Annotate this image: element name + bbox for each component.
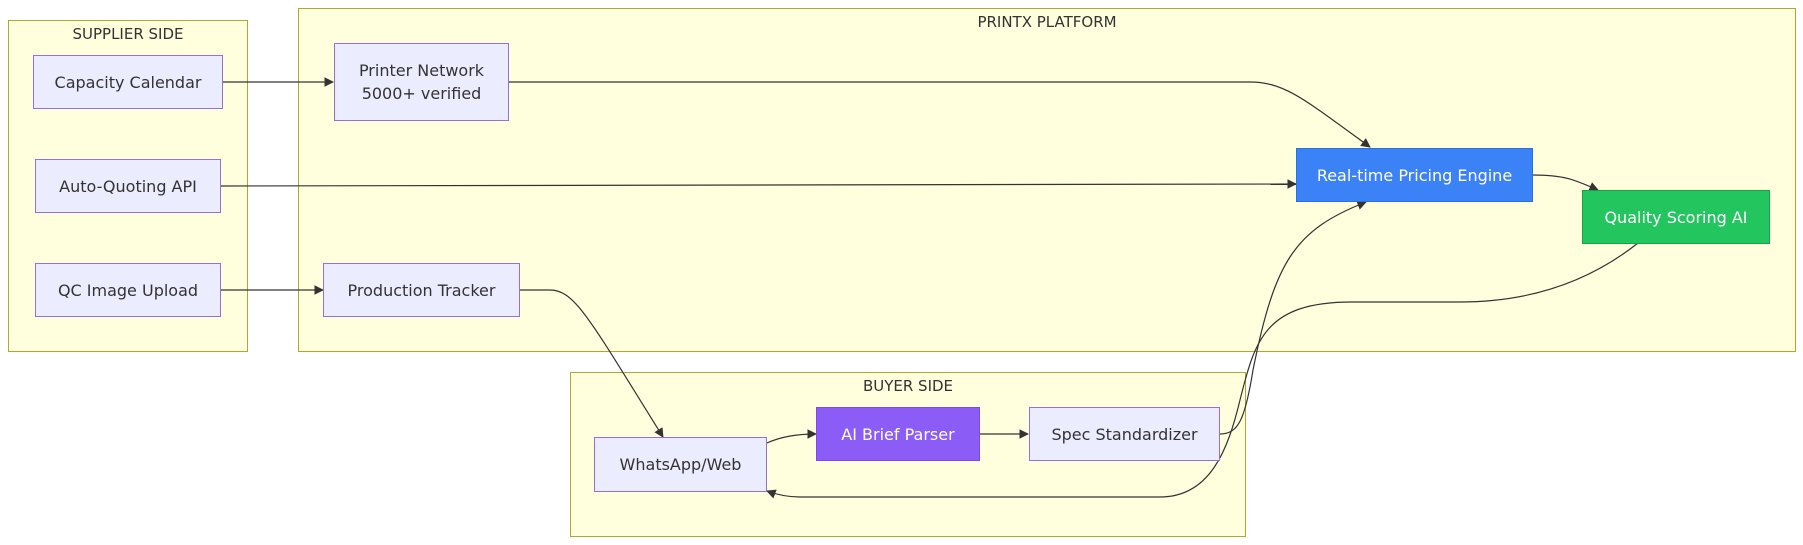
node-label: Real-time Pricing Engine bbox=[1316, 165, 1513, 185]
node-label: Capacity Calendar bbox=[54, 72, 202, 92]
node-label: Production Tracker bbox=[347, 280, 496, 300]
node-label: WhatsApp/Web bbox=[619, 455, 742, 474]
cluster-title: PRINTX PLATFORM bbox=[977, 13, 1117, 31]
node-ai-brief-parser[interactable]: AI Brief Parser bbox=[816, 407, 980, 461]
node-whatsapp-web[interactable]: WhatsApp/Web bbox=[594, 437, 767, 492]
node-label: Spec Standardizer bbox=[1051, 424, 1198, 444]
node-auto-quoting-api[interactable]: Auto-Quoting API bbox=[35, 159, 221, 213]
node-label: AI Brief Parser bbox=[841, 424, 955, 444]
node-label-line-2: 5000+ verified bbox=[361, 84, 482, 103]
edge-production-tracker-to-whatsapp-web bbox=[520, 289, 664, 438]
node-spec-standardizer[interactable]: Spec Standardizer bbox=[1029, 407, 1220, 461]
node-label: Auto-Quoting API bbox=[59, 176, 197, 196]
edge-printer-network-to-pricing-engine bbox=[509, 81, 1371, 148]
cluster-printx-platform: PRINTX PLATFORM bbox=[298, 8, 1796, 352]
node-quality-scoring-ai[interactable]: Quality Scoring AI bbox=[1582, 190, 1770, 244]
cluster-title: SUPPLIER SIDE bbox=[72, 25, 184, 43]
node-capacity-calendar[interactable]: Capacity Calendar bbox=[33, 55, 223, 109]
node-label-line-1: Printer Network bbox=[358, 61, 485, 80]
edge-pricing-engine-to-quality-scoring bbox=[1532, 174, 1599, 191]
node-label: QC Image Upload bbox=[57, 280, 199, 300]
node-printer-network[interactable]: Printer Network 5000+ verified bbox=[334, 43, 509, 121]
node-label: Quality Scoring AI bbox=[1604, 207, 1748, 227]
edge-spec-standardizer-to-pricing-engine bbox=[1219, 200, 1367, 435]
edge-quality-scoring-to-whatsapp-web bbox=[766, 242, 1639, 499]
edge-auto-quoting-api-to-pricing-engine bbox=[220, 179, 1297, 189]
node-production-tracker[interactable]: Production Tracker bbox=[323, 263, 520, 317]
node-qc-image-upload[interactable]: QC Image Upload bbox=[35, 263, 221, 317]
cluster-title: BUYER SIDE bbox=[862, 377, 954, 395]
edge-whatsapp-web-to-ai-brief-parser bbox=[766, 429, 817, 444]
node-real-time-pricing-engine[interactable]: Real-time Pricing Engine bbox=[1296, 148, 1533, 202]
